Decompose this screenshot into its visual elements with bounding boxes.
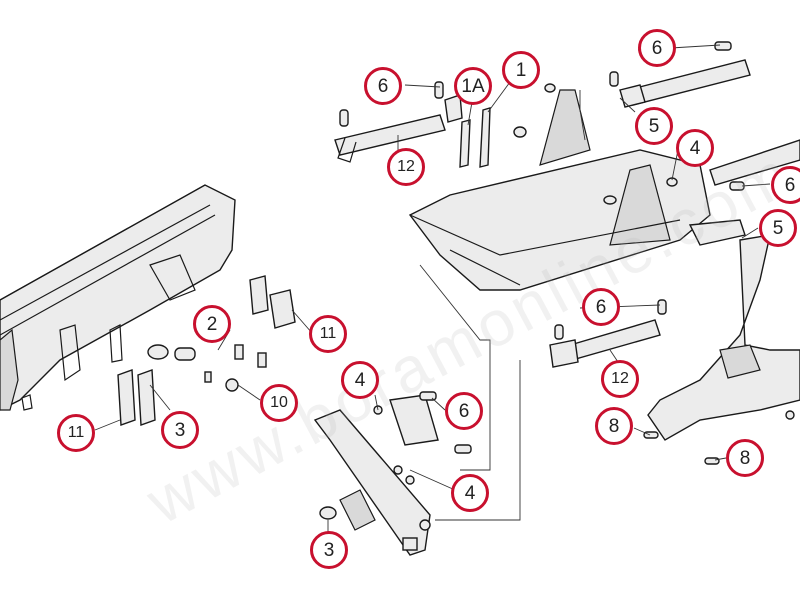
callout-6[interactable]: 6 xyxy=(638,29,676,67)
callout-8[interactable]: 8 xyxy=(595,407,633,445)
callout-12[interactable]: 12 xyxy=(387,148,425,186)
hydraulic-cylinder-middle xyxy=(549,299,667,368)
callout-3[interactable]: 3 xyxy=(161,411,199,449)
callout-6[interactable]: 6 xyxy=(445,392,483,430)
callout-label: 4 xyxy=(464,482,476,504)
callout-label: 5 xyxy=(772,217,784,239)
callout-4[interactable]: 4 xyxy=(341,361,379,399)
blade-hardware xyxy=(117,275,296,426)
callout-label: 6 xyxy=(377,75,389,97)
callout-2[interactable]: 2 xyxy=(193,305,231,343)
callout-label: 1A xyxy=(461,75,485,97)
mount-bracket xyxy=(313,391,472,556)
pins-1 xyxy=(459,83,556,168)
callout-label: 6 xyxy=(595,296,607,318)
leader-lines xyxy=(94,44,771,535)
callout-label: 1 xyxy=(515,59,527,81)
callout-11[interactable]: 11 xyxy=(309,315,347,353)
assembly-lines xyxy=(419,90,586,521)
callout-label: 10 xyxy=(270,394,288,411)
callout-label: 11 xyxy=(319,325,337,342)
callout-6[interactable]: 6 xyxy=(771,166,800,204)
callout-label: 4 xyxy=(354,369,366,391)
callout-5[interactable]: 5 xyxy=(635,107,673,145)
callout-label: 5 xyxy=(648,115,660,137)
callout-label: 6 xyxy=(651,37,663,59)
callout-5[interactable]: 5 xyxy=(759,209,797,247)
callout-12[interactable]: 12 xyxy=(601,360,639,398)
callout-4[interactable]: 4 xyxy=(451,474,489,512)
hydraulic-cylinder-upper-left xyxy=(334,81,463,163)
callout-label: 12 xyxy=(611,370,629,387)
callout-1a[interactable]: 1A xyxy=(454,67,492,105)
callout-10[interactable]: 10 xyxy=(260,384,298,422)
callout-label: 6 xyxy=(458,400,470,422)
callout-6[interactable]: 6 xyxy=(582,288,620,326)
callout-8[interactable]: 8 xyxy=(726,439,764,477)
a-frame xyxy=(408,89,746,291)
callout-label: 6 xyxy=(784,174,796,196)
callout-3[interactable]: 3 xyxy=(310,531,348,569)
callout-4[interactable]: 4 xyxy=(676,129,714,167)
plow-blade xyxy=(0,184,236,411)
hydraulic-cylinder-upper-right xyxy=(609,41,751,108)
callout-label: 4 xyxy=(689,137,701,159)
callout-label: 11 xyxy=(67,424,85,441)
callout-label: 8 xyxy=(739,447,751,469)
callout-label: 2 xyxy=(206,313,218,335)
lift-arm xyxy=(643,234,800,465)
callout-1[interactable]: 1 xyxy=(502,51,540,89)
callout-label: 3 xyxy=(174,419,186,441)
callout-label: 12 xyxy=(397,158,415,175)
callout-label: 8 xyxy=(608,415,620,437)
callout-6[interactable]: 6 xyxy=(364,67,402,105)
callout-label: 3 xyxy=(323,539,335,561)
callout-11[interactable]: 11 xyxy=(57,414,95,452)
